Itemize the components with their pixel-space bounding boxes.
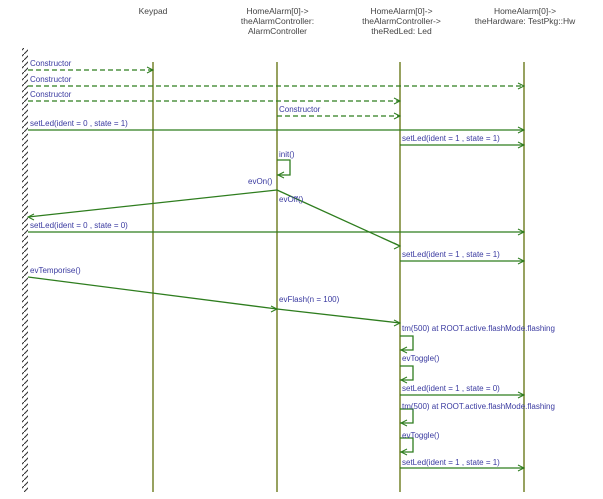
message-7: init() xyxy=(276,150,295,179)
message-arrowhead xyxy=(517,228,526,236)
message-5: setLed(ident = 0 , state = 1) xyxy=(28,119,526,134)
message-line xyxy=(276,189,401,247)
message-14: tm(500) at ROOT.active.flashMode.flashin… xyxy=(399,324,555,354)
message-8: evOn() xyxy=(26,177,278,221)
message-label: setLed(ident = 1 , state = 0) xyxy=(402,384,500,393)
self-message-loop xyxy=(277,159,291,176)
message-label: Constructor xyxy=(30,75,72,84)
message-label: setLed(ident = 0 , state = 0) xyxy=(30,221,128,230)
message-9: evOff() xyxy=(276,189,402,250)
self-message-loop xyxy=(400,437,414,453)
header-alarm-controller-line-1: HomeAlarm[0]-> xyxy=(246,6,309,16)
message-label: evToggle() xyxy=(402,431,440,440)
message-11: setLed(ident = 1 , state = 1) xyxy=(400,250,526,265)
message-arrowhead xyxy=(517,82,526,90)
header-alarm-controller-line-2: theAlarmController: xyxy=(240,16,315,26)
message-label: tm(500) at ROOT.active.flashMode.flashin… xyxy=(402,324,555,333)
message-13: evFlash(n = 100) xyxy=(276,295,402,327)
header-hardware-line-1: HomeAlarm[0]-> xyxy=(493,6,557,16)
message-arrowhead xyxy=(393,242,402,250)
message-19: setLed(ident = 1 , state = 1) xyxy=(400,458,526,472)
message-6: setLed(ident = 1 , state = 1) xyxy=(400,134,526,149)
self-message-loop xyxy=(400,365,414,381)
header-red-led-line-1: HomeAlarm[0]-> xyxy=(370,6,433,16)
message-arrowhead xyxy=(517,464,526,472)
message-label: Constructor xyxy=(30,59,72,68)
message-label: evToggle() xyxy=(402,354,440,363)
header-red-led-line-2: theAlarmController-> xyxy=(362,16,441,26)
message-arrowhead xyxy=(399,346,408,354)
message-arrowhead xyxy=(517,126,526,134)
message-label: tm(500) at ROOT.active.flashMode.flashin… xyxy=(402,402,555,411)
message-label: setLed(ident = 0 , state = 1) xyxy=(30,119,128,128)
message-2: Constructor xyxy=(28,75,526,90)
header-alarm-controller: HomeAlarm[0]-> theAlarmController: Alarm… xyxy=(230,6,325,36)
message-label: setLed(ident = 1 , state = 1) xyxy=(402,250,500,259)
message-label: evOn() xyxy=(248,177,273,186)
message-label: Constructor xyxy=(30,90,72,99)
message-arrowhead xyxy=(517,391,526,399)
message-arrowhead xyxy=(399,419,408,427)
self-message-loop xyxy=(400,335,414,351)
message-arrowhead xyxy=(399,376,408,384)
message-label: evFlash(n = 100) xyxy=(279,295,340,304)
message-arrowhead xyxy=(399,448,408,456)
message-3: Constructor xyxy=(28,90,402,105)
message-label: setLed(ident = 1 , state = 1) xyxy=(402,134,500,143)
message-label: init() xyxy=(279,150,295,159)
message-15: evToggle() xyxy=(399,354,440,384)
message-arrowhead xyxy=(517,141,526,149)
message-label: setLed(ident = 1 , state = 1) xyxy=(402,458,500,467)
message-line xyxy=(27,276,278,310)
header-red-led: HomeAlarm[0]-> theAlarmController-> theR… xyxy=(354,6,449,36)
message-label: Constructor xyxy=(279,105,321,114)
header-hardware-line-2: theHardware: TestPkg::Hw xyxy=(474,16,576,26)
message-16: setLed(ident = 1 , state = 0) xyxy=(400,384,526,399)
message-arrowhead xyxy=(26,213,35,221)
message-4: Constructor xyxy=(277,105,402,120)
message-17: tm(500) at ROOT.active.flashMode.flashin… xyxy=(399,402,555,427)
message-18: evToggle() xyxy=(399,431,440,456)
message-label: evTemporise() xyxy=(30,266,81,275)
message-arrowhead xyxy=(517,257,526,265)
message-arrowhead xyxy=(393,112,402,120)
message-label: evOff() xyxy=(279,195,304,204)
message-arrowhead xyxy=(393,97,402,105)
message-line xyxy=(276,308,401,324)
message-line xyxy=(27,189,278,218)
message-arrowhead xyxy=(146,66,155,74)
header-hardware: HomeAlarm[0]-> theHardware: TestPkg::Hw xyxy=(470,6,580,26)
header-alarm-controller-line-3: AlarmController xyxy=(247,26,308,36)
message-arrowhead xyxy=(393,319,402,327)
environment-border xyxy=(22,48,28,492)
message-1: Constructor xyxy=(28,59,155,74)
header-keypad: Keypad xyxy=(128,6,178,16)
header-red-led-line-3: theRedLed: Led xyxy=(371,26,432,36)
message-arrowhead xyxy=(276,171,285,179)
message-10: setLed(ident = 0 , state = 0) xyxy=(28,221,526,236)
self-message-loop xyxy=(400,408,414,424)
header-keypad-line-1: Keypad xyxy=(138,6,168,16)
